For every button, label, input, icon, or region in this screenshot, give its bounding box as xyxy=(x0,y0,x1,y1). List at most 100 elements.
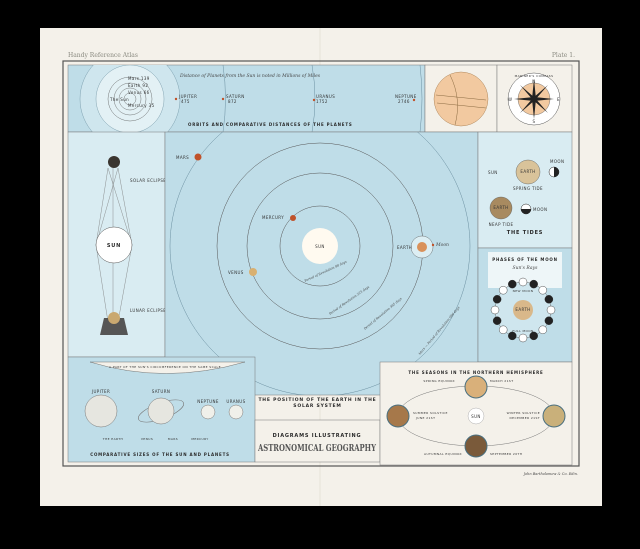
publisher-credit: John Bartholomew & Co. Edin. xyxy=(523,472,578,476)
globe-panel xyxy=(424,64,498,133)
moon-phase-icon xyxy=(529,279,538,289)
venus-icon xyxy=(249,268,257,276)
winter-label: WINTER SOLSTICE xyxy=(507,411,540,415)
autumn-date: SEPTEMBER 20TH xyxy=(490,452,522,456)
compass-e: E xyxy=(557,97,560,102)
globe-autumn-icon xyxy=(464,434,488,458)
neptune-icon xyxy=(200,404,216,420)
moon-phase-icon xyxy=(554,167,559,177)
compass-panel: MARINER'S COMPASS N E S W xyxy=(496,64,573,133)
spring-date: MARCH 21ST xyxy=(490,379,513,383)
mars-label: MARS xyxy=(176,155,189,160)
moon-phase-icon xyxy=(499,325,508,334)
sun-arc-note: A PART OF THE SUN'S CIRCUMFERENCE ON THE… xyxy=(109,365,221,369)
moon-phase-icon xyxy=(499,286,508,295)
autumn-label: AUTUMNAL EQUINOX xyxy=(424,452,462,456)
compass-s: S xyxy=(533,119,536,124)
jupiter-dot xyxy=(174,97,178,101)
sizes-caption: COMPARATIVE SIZES OF THE SUN AND PLANETS xyxy=(90,452,230,457)
solar-system-panel: SUN MERCURY VENUS EARTH Moon MARS Period… xyxy=(164,131,479,396)
earth-icon xyxy=(417,242,427,252)
tides-panel: SUN EARTH SPRING TIDE MOON EARTH NEAP TI… xyxy=(477,131,573,249)
moon-phase-icon xyxy=(508,279,517,289)
size-mercury: MERCURY xyxy=(191,437,208,441)
mars-icon xyxy=(194,153,202,161)
distance-note: Distance of Planets from the Sun is note… xyxy=(179,73,321,79)
tides-title: THE TIDES xyxy=(507,230,543,236)
earth-spring-icon xyxy=(515,159,541,185)
mercury-icon xyxy=(290,215,296,221)
tides-moon-label-1: MOON xyxy=(550,159,564,164)
compass-rose-icon xyxy=(514,79,554,119)
sun-arc xyxy=(89,361,246,374)
moon-phase-icon xyxy=(538,286,547,295)
compass-w: W xyxy=(508,97,512,102)
moon-label: Moon xyxy=(435,242,449,248)
neptune-label: NEPTUNE xyxy=(395,94,417,99)
globe-summer-icon xyxy=(386,404,410,428)
moon-icon xyxy=(431,243,435,247)
saturn-label: SATURN xyxy=(226,94,245,99)
solar-eclipse-label: SOLAR ECLIPSE xyxy=(130,178,166,183)
eclipse-sun-label: SUN xyxy=(107,243,121,249)
sizes-panel: A PART OF THE SUN'S CIRCUMFERENCE ON THE… xyxy=(67,356,256,463)
moon-phase-icon xyxy=(546,305,556,315)
earth-distance: Earth 92 xyxy=(128,83,148,88)
eclipse-panel: SUN SOLAR ECLIPSE LUNAR ECLIPSE xyxy=(67,131,166,358)
jupiter-label: JUPITER xyxy=(178,94,197,99)
phases-subtitle: Sun's Rays xyxy=(513,265,539,271)
compass-n: N xyxy=(532,79,535,84)
moon-phase-icon xyxy=(492,295,502,304)
mars-distance: Mars 139 xyxy=(128,76,150,81)
sun-eclipse-icon xyxy=(95,226,133,264)
title-box xyxy=(254,419,381,463)
full-moon-label: FULL MOON xyxy=(512,329,533,333)
moon-phase-icon xyxy=(518,277,528,287)
size-jupiter: JUPITER xyxy=(91,389,110,394)
uranus-label: URANUS xyxy=(316,94,335,99)
moon-phase-ring xyxy=(490,277,556,343)
summer-date: JUNE 21ST xyxy=(415,416,435,420)
sun-icon xyxy=(302,228,338,264)
moon-phase-icon xyxy=(544,316,554,325)
moon-phase-icon xyxy=(518,333,528,343)
atlas-name: Handy Reference Atlas xyxy=(68,52,138,59)
tides-earth-neap: EARTH xyxy=(493,205,508,210)
moon-phase-icon xyxy=(529,331,538,341)
new-moon-label: NEW MOON xyxy=(513,289,534,293)
orbits-caption: ORBITS AND COMPARATIVE DISTANCES OF THE … xyxy=(188,122,353,127)
venus-label: VENUS xyxy=(228,270,244,275)
seasons-sun-label: SUN xyxy=(471,414,481,419)
moon-phase-icon xyxy=(492,316,502,325)
jupiter-icon xyxy=(84,394,118,428)
globe-winter-icon xyxy=(542,404,566,428)
tides-moon-label-2: MOON xyxy=(533,207,547,212)
size-uranus: URANUS xyxy=(226,399,245,404)
position-caption: THE POSITION OF THE EARTH IN THE SOLAR S… xyxy=(258,398,377,409)
jupiter-distance: 475 xyxy=(181,99,190,104)
moon-phases-panel: PHASES OF THE MOON Sun's Rays EARTH NEW … xyxy=(477,247,573,363)
winter-date: DECEMBER 21ST xyxy=(509,416,540,420)
moon-phase-icon xyxy=(538,325,547,334)
venus-distance: Venus 66 xyxy=(128,90,150,95)
mercury-distance: Mercury 35 xyxy=(128,103,155,108)
title-line-2: ASTRONOMICAL GEOGRAPHY xyxy=(257,444,376,454)
uranus-dot xyxy=(312,98,316,102)
lunar-eclipse-label: LUNAR ECLIPSE xyxy=(130,308,166,313)
phases-title: PHASES OF THE MOON xyxy=(492,257,558,262)
neptune-dot xyxy=(412,98,416,102)
tides-sun-label: SUN xyxy=(488,170,498,175)
size-venus: VENUS xyxy=(141,437,153,441)
neptune-distance: 2746 xyxy=(398,99,410,104)
saturn-distance: 872 xyxy=(228,99,237,104)
seasons-sun-icon xyxy=(467,407,485,425)
size-earth: THE EARTH xyxy=(102,437,123,441)
spring-label: SPRING EQUINOX xyxy=(423,379,455,383)
sun-label-small: The Sun xyxy=(109,97,129,102)
earth-solar-icon xyxy=(108,156,120,168)
earth-phases-icon xyxy=(513,300,533,320)
sun-label: SUN xyxy=(315,244,325,249)
uranus-distance: 1752 xyxy=(316,99,328,104)
globe-spring-icon xyxy=(464,375,488,399)
